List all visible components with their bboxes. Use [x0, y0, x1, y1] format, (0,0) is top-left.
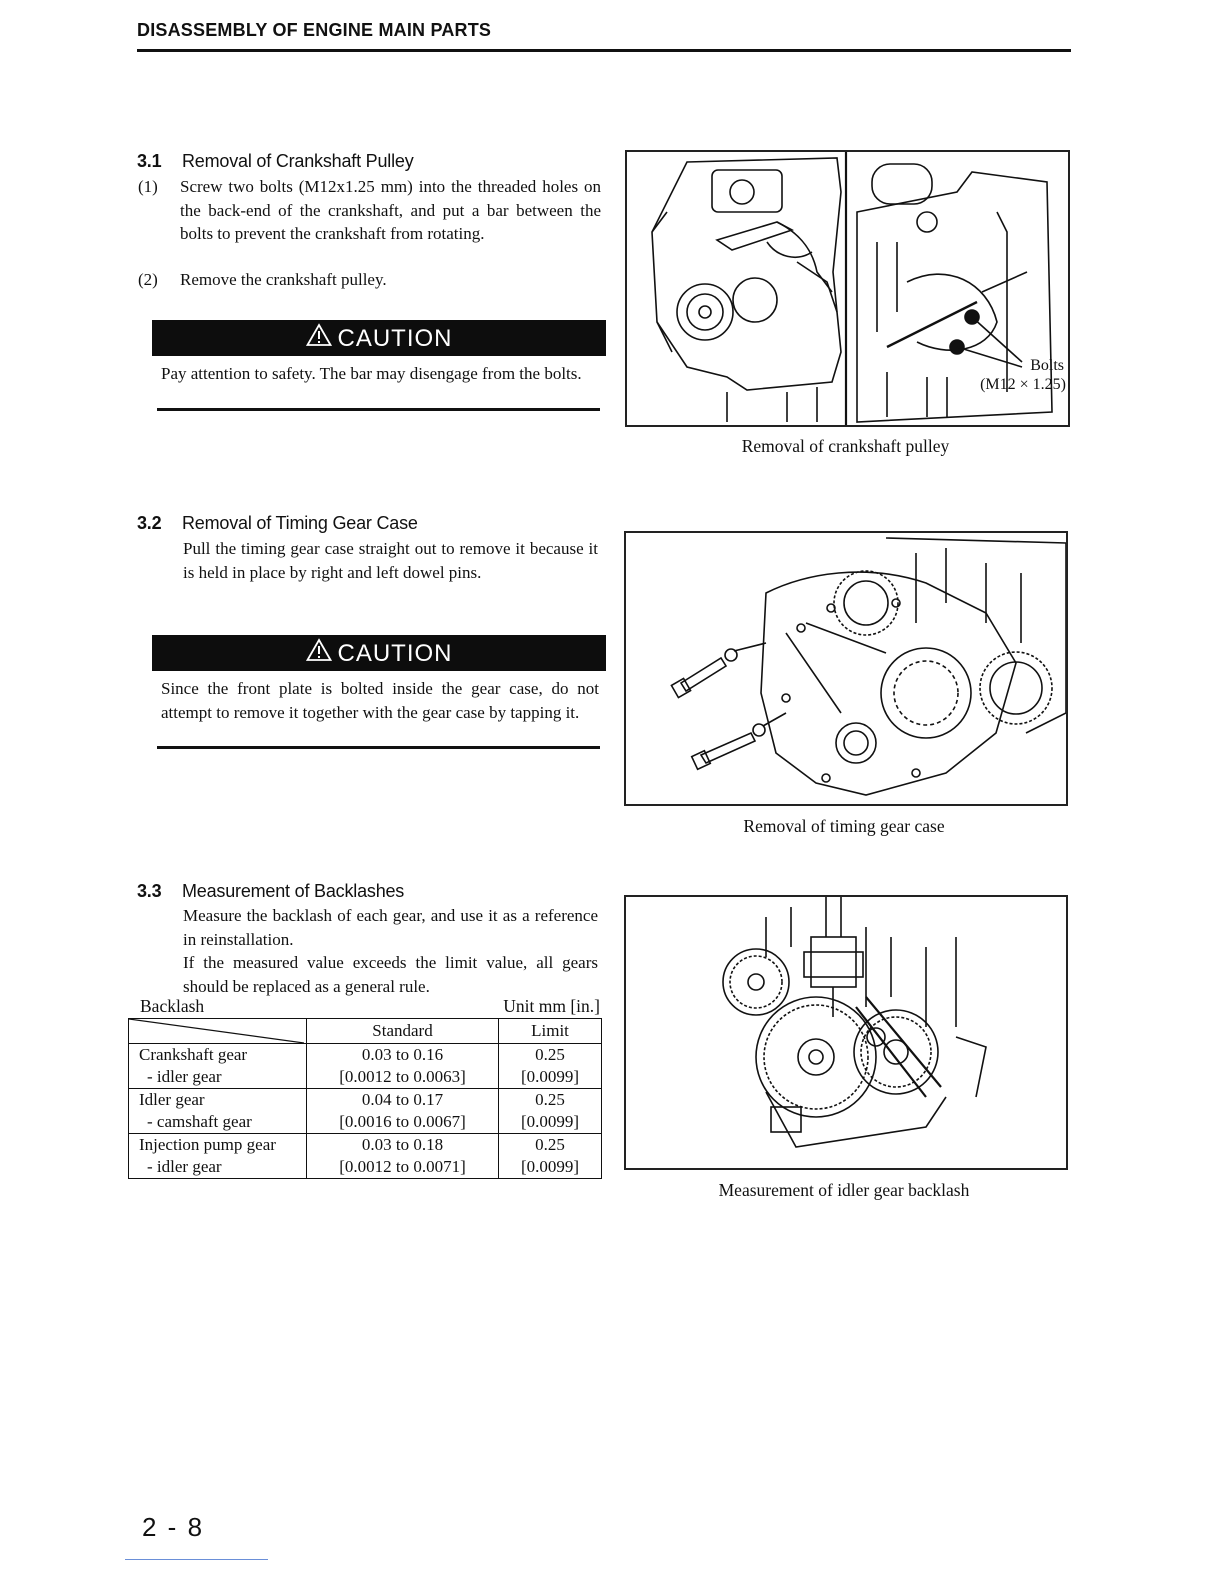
figure-caption: Measurement of idler gear backlash	[718, 1180, 970, 1200]
standard-mm: 0.03 to 0.16	[361, 1045, 444, 1064]
standard-cell: 0.03 to 0.18 [0.0012 to 0.0071]	[306, 1133, 499, 1179]
limit-in: [0.0099]	[520, 1067, 580, 1086]
section-number: 3.1	[137, 151, 162, 171]
figure-idler-gear-backlash	[624, 895, 1068, 1170]
list-item-text: Screw two bolts (M12x1.25 mm) into the t…	[180, 177, 601, 243]
gear-name: Idler gear	[139, 1090, 205, 1109]
standard-mm: 0.03 to 0.18	[361, 1135, 444, 1154]
caution-rule	[157, 746, 600, 749]
list-item-text: Remove the crankshaft pulley.	[180, 270, 387, 289]
standard-in: [0.0012 to 0.0063]	[339, 1067, 466, 1086]
corner-cell	[128, 1018, 307, 1044]
standard-in: [0.0012 to 0.0071]	[339, 1157, 466, 1176]
table-row: Idler gear - camshaft gear 0.04 to 0.17 …	[128, 1088, 602, 1134]
gear-pair-cell: Injection pump gear - idler gear	[128, 1133, 307, 1179]
caution-rule	[157, 408, 600, 411]
section-3-1-heading: 3.1 Removal of Crankshaft Pulley	[137, 151, 414, 172]
limit-cell: 0.25 [0.0099]	[498, 1133, 602, 1179]
gear-name: Injection pump gear	[139, 1135, 276, 1154]
limit-mm: 0.25	[535, 1090, 565, 1109]
footer-line	[125, 1559, 268, 1560]
figure-label-bolt-size: (M12 × 1.25)	[980, 376, 1066, 393]
limit-in: [0.0099]	[520, 1157, 580, 1176]
section-body-text: Pull the timing gear case straight out t…	[183, 539, 598, 582]
section-3-2-heading: 3.2 Removal of Timing Gear Case	[137, 513, 418, 534]
timing-gear-case-illustration	[670, 537, 1066, 796]
figure-caption: Removal of crankshaft pulley	[741, 436, 950, 456]
section-body-text: Measure the backlash of each gear, and u…	[183, 906, 598, 949]
figure-timing-gear-case	[624, 531, 1068, 806]
gear-pair-cell: Idler gear - camshaft gear	[128, 1088, 307, 1134]
caution-label: CAUTION	[337, 325, 453, 352]
list-marker: (2)	[138, 270, 158, 289]
gear-sub: - idler gear	[147, 1067, 222, 1086]
section-number: 3.3	[137, 881, 162, 901]
warning-triangle-icon	[305, 636, 332, 674]
table-header-row: Standard Limit	[128, 1018, 602, 1044]
caution-text: Since the front plate is bolted inside t…	[161, 679, 599, 722]
table-label: Backlash	[140, 996, 205, 1016]
limit-mm: 0.25	[535, 1135, 565, 1154]
list-item: (2) Remove the crankshaft pulley.	[138, 268, 601, 292]
list-item: (1) Screw two bolts (M12x1.25 mm) into t…	[138, 175, 601, 271]
gear-sub: - idler gear	[147, 1157, 222, 1176]
limit-mm: 0.25	[535, 1045, 565, 1064]
caution-text: Pay attention to safety. The bar may dis…	[161, 364, 582, 383]
section-title: Removal of Timing Gear Case	[182, 513, 418, 533]
caution-label: CAUTION	[337, 640, 453, 667]
idler-gear-backlash-illustration	[722, 897, 987, 1148]
standard-in: [0.0016 to 0.0067]	[339, 1112, 466, 1131]
limit-cell: 0.25 [0.0099]	[498, 1088, 602, 1134]
figure-crankshaft-pulley: Bolts (M12 × 1.25)	[625, 150, 1070, 427]
backlash-table: Backlash Unit mm [in.] Standard Limit Cr…	[128, 996, 602, 1179]
page-number: 2 - 8	[142, 1512, 205, 1542]
figure-caption: Removal of timing gear case	[743, 816, 945, 836]
figure-label-bolts: Bolts	[1030, 357, 1064, 374]
limit-cell: 0.25 [0.0099]	[498, 1043, 602, 1089]
standard-cell: 0.03 to 0.16 [0.0012 to 0.0063]	[306, 1043, 499, 1089]
gear-pair-cell: Crankshaft gear - idler gear	[128, 1043, 307, 1089]
standard-cell: 0.04 to 0.17 [0.0016 to 0.0067]	[306, 1088, 499, 1134]
gear-sub: - camshaft gear	[147, 1112, 252, 1131]
limit-in: [0.0099]	[520, 1112, 580, 1131]
warning-triangle-icon	[305, 321, 332, 359]
section-number: 3.2	[137, 513, 162, 533]
section-title: Removal of Crankshaft Pulley	[182, 151, 414, 171]
section-3-3-heading: 3.3 Measurement of Backlashes	[137, 881, 404, 902]
gear-name: Crankshaft gear	[139, 1045, 248, 1064]
table-row: Injection pump gear - idler gear 0.03 to…	[128, 1133, 602, 1179]
crankshaft-pulley-illustration	[651, 152, 1053, 425]
column-header: Limit	[498, 1018, 602, 1044]
table-unit: Unit mm [in.]	[503, 996, 600, 1016]
caution-banner: CAUTION	[152, 635, 606, 671]
standard-mm: 0.04 to 0.17	[361, 1090, 444, 1109]
section-title: Measurement of Backlashes	[182, 881, 405, 901]
header-rule	[137, 49, 1071, 52]
page-header: DISASSEMBLY OF ENGINE MAIN PARTS	[137, 20, 492, 40]
table-header-line: Backlash Unit mm [in.]	[128, 996, 602, 1018]
table-row: Crankshaft gear - idler gear 0.03 to 0.1…	[128, 1043, 602, 1089]
column-header: Standard	[306, 1018, 499, 1044]
section-body-text: If the measured value exceeds the limit …	[183, 953, 598, 996]
caution-banner: CAUTION	[152, 320, 606, 356]
list-marker: (1)	[138, 177, 158, 196]
